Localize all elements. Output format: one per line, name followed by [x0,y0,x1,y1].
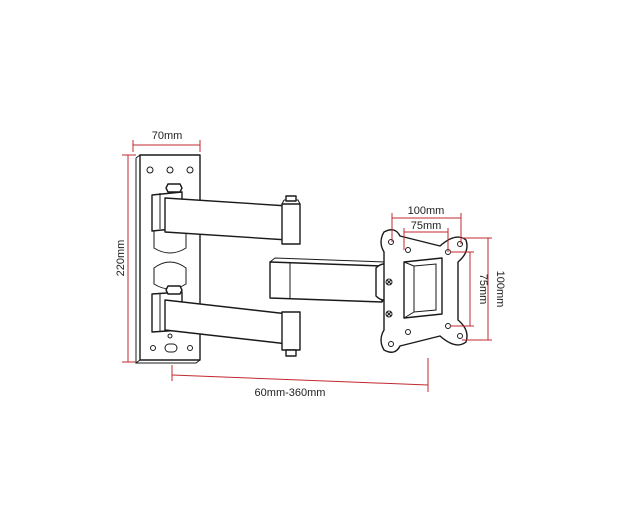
arm-extension-label: 60mm-360mm [255,387,326,399]
dimension-lines [122,140,492,392]
vesa-plate [380,229,468,353]
lower-arm [151,285,301,357]
vesa-outer-horizontal-label: 100mm [408,205,445,217]
vesa-inner-horizontal-label: 75mm [411,220,442,232]
vesa-inner-vertical-label: 75mm [477,274,489,305]
plate-width-label: 70mm [152,130,183,142]
upper-arm [151,183,301,245]
vesa-outer-vertical-label: 100mm [494,271,506,308]
center-arm [269,257,393,303]
plate-height-label: 220mm [115,240,127,277]
